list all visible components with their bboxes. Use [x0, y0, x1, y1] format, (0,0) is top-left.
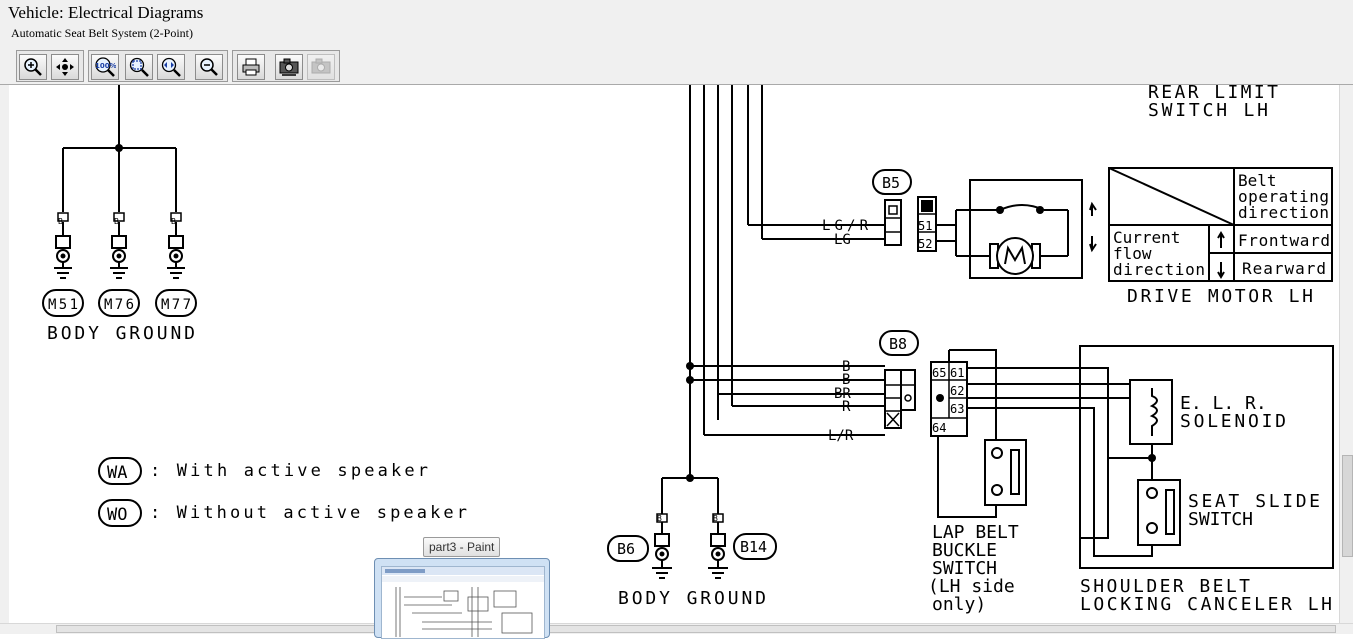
legend-code-wo: WO — [107, 505, 127, 525]
legend-text-wo: : Without active speaker — [150, 503, 467, 523]
connector-label-b5: B5 — [882, 174, 900, 192]
table-rearward: Rearward — [1242, 259, 1326, 278]
paint-window-thumbnail[interactable] — [374, 558, 550, 639]
elr-label-2: SOLENOID — [1180, 411, 1286, 432]
wire-label-b8-5: L/R — [828, 428, 854, 444]
elr-label: E. L. R. — [1180, 393, 1267, 414]
shoulder-belt-label: SHOULDER BELT — [1080, 576, 1250, 597]
toolbar-group-output — [232, 50, 340, 82]
wire-label-b8-4: R — [842, 399, 851, 415]
wire-label-b: B — [58, 217, 63, 226]
zoom-width-button[interactable] — [157, 54, 185, 80]
printer-icon — [242, 58, 260, 76]
camera-export-button[interactable] — [275, 54, 303, 80]
wire-label-b8-3: BR — [834, 386, 851, 402]
zoom-out-button[interactable] — [195, 54, 223, 80]
zoom-fit-button[interactable] — [125, 54, 153, 80]
print-button[interactable] — [237, 54, 265, 80]
drive-motor-label: DRIVE MOTOR LH — [1127, 286, 1313, 307]
pin-52: 52 — [918, 237, 932, 251]
zoom-100-icon: 100% — [95, 57, 116, 77]
svg-text:100%: 100% — [95, 62, 116, 70]
seat-slide-label-2: SWITCH — [1188, 509, 1253, 530]
camera-icon — [279, 58, 299, 76]
body-ground-label: BODY GROUND — [47, 323, 195, 344]
thumbnail-image — [382, 567, 544, 637]
connector-label-b14: B14 — [740, 538, 767, 556]
connector-label-m77: M77 — [161, 297, 191, 313]
pin-63: 63 — [950, 402, 964, 416]
shoulder-belt-canceler-box — [1079, 345, 1334, 569]
connector-label-m51: M51 — [48, 297, 78, 313]
pin-51: 51 — [918, 219, 932, 233]
ground-connector-m76 — [110, 212, 128, 279]
connector-label-b6: B6 — [617, 540, 635, 558]
thumbnail-preview — [381, 566, 545, 639]
zoom-in-icon — [24, 58, 42, 76]
zoom-fit-icon — [129, 57, 149, 77]
wire-label-b: B — [171, 217, 176, 226]
shoulder-belt-label-2: LOCKING CANCELER LH — [1080, 594, 1332, 615]
diagram-subtitle: Automatic Seat Belt System (2-Point) — [11, 26, 193, 40]
toolbar-group-navigation — [16, 50, 84, 82]
wire-label-b: B — [114, 217, 119, 226]
horizontal-scroll-thumb[interactable] — [56, 625, 1336, 633]
ground-connector-m77 — [167, 212, 185, 279]
ground-connector-m51 — [54, 212, 72, 279]
lap-belt-label-1: LAP BELT — [932, 522, 1019, 543]
toolbar-group-zoom: 100% — [88, 50, 228, 82]
legend-text-wa: : With active speaker — [150, 461, 428, 481]
table-belt-label: Belt — [1238, 171, 1277, 190]
vertical-scroll-thumb[interactable] — [1342, 455, 1353, 557]
table-belt-label-3: direction — [1238, 203, 1329, 222]
body-ground-bottom-label: BODY GROUND — [618, 588, 766, 609]
lap-belt-label-2: BUCKLE — [932, 540, 997, 561]
vertical-scrollbar[interactable] — [1339, 85, 1353, 623]
table-current-label: Current — [1113, 228, 1180, 247]
rear-limit-label-2: SWITCH LH — [1148, 100, 1268, 121]
pin-61: 61 — [950, 366, 964, 380]
pan-icon — [56, 58, 74, 76]
splice-dot — [115, 144, 123, 152]
zoom-width-icon — [161, 57, 181, 77]
wire-label-b8-2: B — [842, 372, 850, 388]
camera-disabled-icon — [311, 58, 331, 74]
horizontal-scrollbar[interactable] — [0, 623, 1353, 634]
window-header: Vehicle: Electrical Diagrams Automatic S… — [0, 0, 1353, 47]
wire-label-b: B — [657, 514, 662, 523]
camera-disabled-button[interactable] — [307, 54, 335, 80]
wire-label-lg: LG — [834, 232, 851, 248]
lap-belt-label-3: SWITCH — [932, 558, 997, 579]
arrow-down-icon — [1217, 262, 1225, 279]
taskbar-tooltip: part3 - Paint — [423, 537, 501, 557]
zoom-out-icon — [200, 58, 218, 76]
toolbar: 100% — [0, 46, 1353, 85]
zoom-in-button[interactable] — [19, 54, 47, 80]
wire-label-b: B — [713, 514, 718, 523]
wiring-diagram: B B B M51 M76 M77 BODY GROUND WA WO : Wi… — [42, 85, 1334, 615]
arrow-up-icon — [1217, 231, 1225, 248]
window-title: Vehicle: Electrical Diagrams — [8, 3, 204, 22]
lap-belt-label-5: only) — [932, 594, 986, 615]
wire-label-b8-1: B — [842, 359, 850, 375]
connector-label-b8: B8 — [889, 335, 907, 353]
pin-65: 65 — [932, 366, 946, 380]
table-frontward: Frontward — [1238, 231, 1330, 250]
direction-table — [1108, 167, 1333, 282]
lap-belt-label-4: (LH side — [928, 576, 1015, 597]
table-current-label-3: direction — [1113, 260, 1205, 279]
table-current-label-2: flow — [1113, 244, 1152, 263]
table-belt-label-2: operating — [1238, 187, 1329, 206]
pin-62: 62 — [950, 384, 964, 398]
pan-button[interactable] — [51, 54, 79, 80]
diagram-canvas[interactable]: B B B M51 M76 M77 BODY GROUND WA WO : Wi… — [9, 85, 1339, 623]
connector-label-m76: M76 — [104, 297, 134, 313]
legend-code-wa: WA — [107, 463, 127, 483]
zoom-100-button[interactable]: 100% — [91, 54, 119, 80]
pin-64: 64 — [932, 421, 946, 435]
